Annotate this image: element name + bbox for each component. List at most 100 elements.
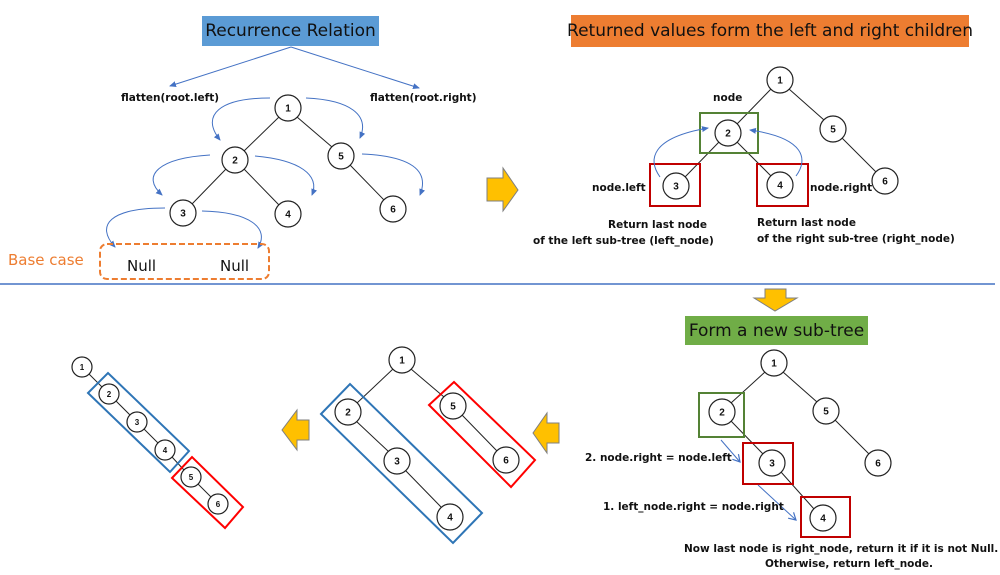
- left-child-box: [649, 163, 701, 207]
- tree-node-circle: [169, 199, 197, 227]
- recursion-curves: [106, 97, 426, 249]
- right-node-box: [800, 496, 851, 538]
- tree-node-circle: [98, 383, 120, 405]
- left-arrow-icon: [281, 408, 310, 452]
- tree-node-6: 6: [207, 493, 229, 515]
- arrow-to-right-call: [290, 46, 420, 90]
- tree-node-label: 5: [338, 152, 344, 163]
- tree-node-circle: [383, 447, 411, 475]
- down-arrow-icon: [752, 288, 799, 312]
- tree-node-label: 6: [503, 456, 509, 467]
- recurrence-relation-title: Recurrence Relation: [202, 16, 379, 46]
- tree-node-circle: [714, 119, 742, 147]
- left-subtree-group-box: [319, 382, 484, 545]
- arrow-to-left-call: [169, 46, 292, 88]
- tree-node-label: 5: [450, 402, 456, 413]
- base-case-box: [99, 243, 270, 280]
- tree-node-circle: [662, 172, 690, 200]
- note-line-1: Now last node is right_node, return it i…: [684, 543, 999, 555]
- tree-node-4: 4: [274, 200, 302, 228]
- tree-node-4: 4: [766, 171, 794, 199]
- right-return-text-1: Return last node: [757, 217, 856, 229]
- tree-node-2: 2: [714, 119, 742, 147]
- tree-node-label: 6: [875, 459, 881, 470]
- tree-node-label: 2: [107, 390, 112, 399]
- tree-node-circle: [758, 449, 786, 477]
- tree-node-3: 3: [126, 411, 148, 433]
- node-right-label: node.right: [810, 182, 873, 194]
- tree-node-5: 5: [180, 466, 202, 488]
- tree-node-circle: [760, 349, 788, 377]
- tree-node-label: 1: [771, 359, 777, 370]
- left-arrow-icon: [532, 411, 560, 455]
- tree-node-label: 4: [163, 446, 168, 455]
- tree-node-circle: [819, 115, 847, 143]
- new-subtree-title-text: Form a new sub-tree: [688, 320, 865, 341]
- tree-node-label: 4: [777, 181, 783, 192]
- tree-node-circle: [274, 200, 302, 228]
- tree-node-1: 1: [760, 349, 788, 377]
- tree-node-label: 2: [345, 408, 351, 419]
- null-right-label: Null: [220, 257, 250, 275]
- left-call-label: flatten(root.left): [121, 92, 220, 104]
- new-subtree-title: Form a new sub-tree: [685, 316, 868, 345]
- left-return-text-2: of the left sub-tree (left_node): [533, 235, 714, 247]
- tree-node-label: 1: [777, 76, 783, 87]
- tree-node-label: 5: [823, 407, 829, 418]
- tree-node-3: 3: [383, 447, 411, 475]
- step1-label: 1. left_node.right = node.right: [603, 501, 784, 513]
- tree-node-circle: [871, 167, 899, 195]
- tree-node-circle: [334, 398, 362, 426]
- tree-node-label: 1: [285, 104, 291, 115]
- tree-node-5: 5: [439, 392, 467, 420]
- note-line-2: Otherwise, return left_node.: [765, 558, 934, 570]
- tree-node-circle: [221, 146, 249, 174]
- node-left-label: node.left: [592, 182, 646, 194]
- tree-node-circle: [126, 411, 148, 433]
- tree-node-label: 3: [673, 182, 679, 193]
- right-subtree-group-box: [427, 380, 537, 489]
- right-return-curve: [749, 127, 803, 177]
- tree-node-label: 2: [719, 408, 725, 419]
- tree-node-3: 3: [662, 172, 690, 200]
- tree-node-6: 6: [871, 167, 899, 195]
- step2-label: 2. node.right = node.left: [585, 452, 732, 464]
- tree-node-label: 3: [769, 459, 775, 470]
- step1-arrow: [757, 484, 797, 521]
- tree-edges: [191, 116, 385, 206]
- tree-node-label: 6: [216, 500, 221, 509]
- tree-node-circle: [439, 392, 467, 420]
- tree-node-circle: [180, 466, 202, 488]
- step2-arrow: [720, 439, 741, 463]
- recurrence-relation-title-text: Recurrence Relation: [205, 21, 376, 41]
- tree-node-5: 5: [327, 142, 355, 170]
- right-return-text-2: of the right sub-tree (right_node): [757, 233, 955, 245]
- right-arrow-icon: [486, 166, 519, 213]
- null-left-label: Null: [127, 257, 157, 275]
- tree-node-6: 6: [492, 446, 520, 474]
- tree-node-2: 2: [334, 398, 362, 426]
- tree-node-2: 2: [221, 146, 249, 174]
- tree-node-label: 3: [394, 457, 400, 468]
- tree-node-circle: [812, 397, 840, 425]
- tree-node-1: 1: [766, 66, 794, 94]
- base-case-label: Base case: [8, 251, 84, 269]
- node-highlight-box: [699, 112, 759, 154]
- tree-node-label: 2: [725, 129, 731, 140]
- tree-node-label: 3: [180, 209, 186, 220]
- tree-node-label: 3: [135, 418, 140, 427]
- left-return-text-1: Return last node: [608, 219, 707, 231]
- tree-node-circle: [766, 171, 794, 199]
- tree-node-circle: [388, 346, 416, 374]
- tree-node-circle: [154, 439, 176, 461]
- right-call-label: flatten(root.right): [370, 92, 477, 104]
- tree-node-circle: [809, 504, 837, 532]
- left-return-curve: [653, 126, 709, 178]
- tree-node-2: 2: [98, 383, 120, 405]
- tree-node-2: 2: [708, 398, 736, 426]
- tree-node-1: 1: [274, 94, 302, 122]
